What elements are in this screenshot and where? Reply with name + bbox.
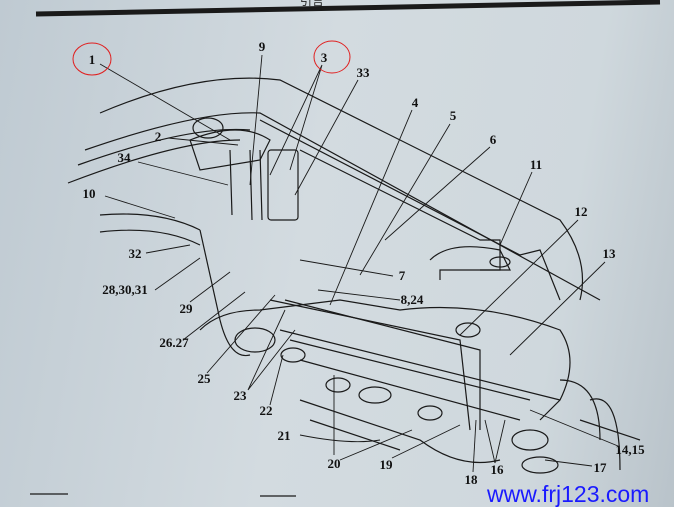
callout-19: 19 (379, 457, 393, 472)
callout-32: 32 (128, 246, 142, 261)
callout-34: 34 (117, 150, 131, 165)
callout-28-30-31: 28,30,31 (102, 282, 148, 297)
callout-17: 17 (593, 460, 607, 475)
annotation-circle-1 (72, 42, 112, 76)
callout-11: 11 (529, 157, 543, 172)
callout-16: 16 (490, 462, 504, 477)
callout-29: 29 (179, 301, 193, 316)
callout-8-24: 8,24 (400, 292, 424, 307)
leader-lines (99, 54, 619, 473)
callout-2: 2 (154, 129, 162, 144)
callout-18: 18 (464, 472, 478, 487)
callout-7: 7 (398, 268, 406, 283)
page-header-fragment: 引言 (300, 0, 325, 8)
callout-5: 5 (449, 108, 457, 123)
callout-1: 1 (88, 52, 96, 67)
callout-26-27: 26.27 (159, 335, 189, 350)
callout-13: 13 (602, 246, 616, 261)
frame-outline (30, 77, 641, 497)
callout-3: 3 (320, 50, 328, 65)
callout-14-15: 14,15 (615, 442, 645, 457)
callout-4: 4 (411, 95, 419, 110)
callout-12: 12 (574, 204, 588, 219)
callout-21: 21 (277, 428, 291, 443)
callout-10: 10 (82, 186, 96, 201)
callout-25: 25 (197, 371, 211, 386)
callout-6: 6 (489, 132, 497, 147)
page-header-rule (35, 0, 661, 17)
callout-33: 33 (356, 65, 370, 80)
callout-22: 22 (259, 403, 273, 418)
callout-9: 9 (258, 39, 266, 54)
callout-20: 20 (327, 456, 341, 471)
callout-23: 23 (233, 388, 247, 403)
annotation-circle-3 (313, 40, 351, 74)
watermark: www.frj123.com (487, 481, 650, 507)
